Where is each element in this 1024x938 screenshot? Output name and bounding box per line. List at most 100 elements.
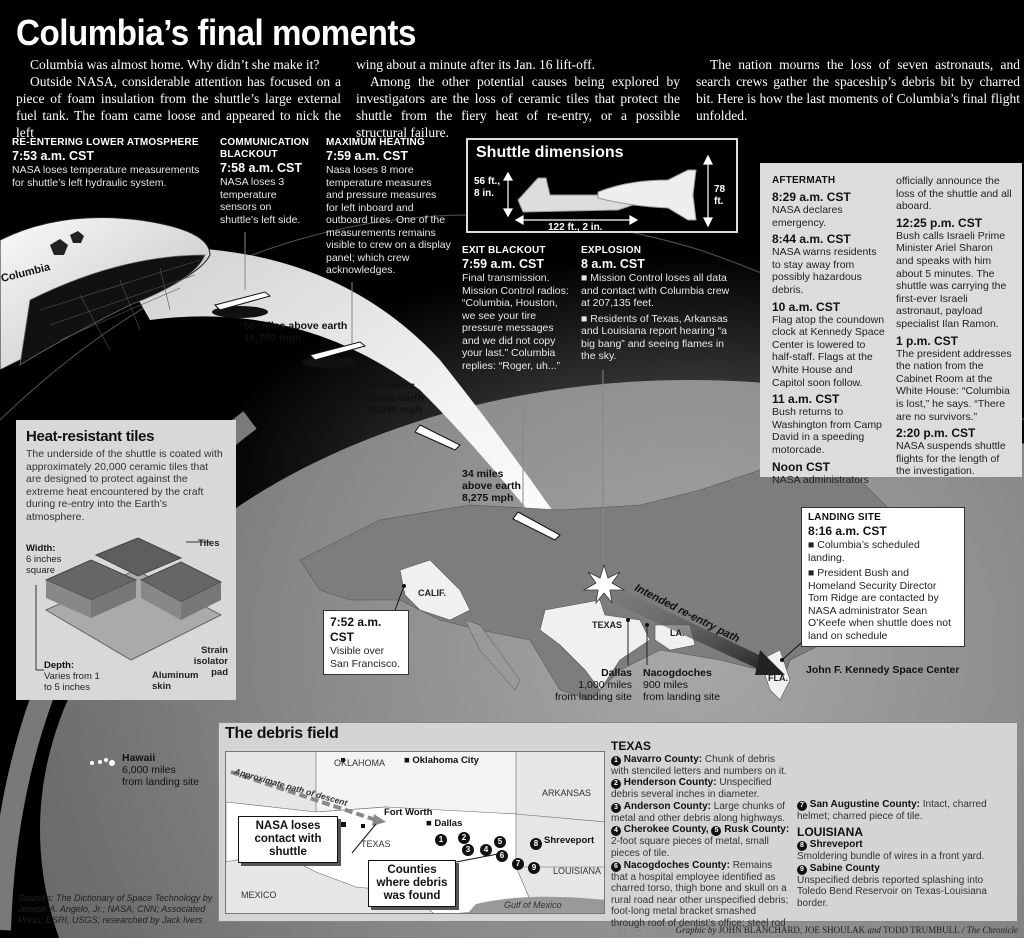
intro-paragraph: wing about a minute after its Jan. 16 li…: [356, 57, 595, 72]
tiles-description: The underside of the shuttle is coated w…: [26, 448, 223, 523]
depth-label: Depth:: [44, 660, 75, 671]
event-time: 7:53 a.m. CST: [12, 149, 94, 163]
shuttle-dimensions-box: Shuttle dimensions 56 ft., 8 in. 122 ft.…: [466, 138, 738, 233]
speed-label: 16,700 mph: [244, 332, 302, 344]
event-body: Final transmission. Mission Control radi…: [462, 272, 569, 372]
height-label: 56 ft., 8 in.: [474, 176, 501, 199]
trajectory-point-2: 43.5 miles above earth 15,045 mph: [365, 380, 425, 416]
map-label-louisiana: LOUISIANA: [553, 866, 602, 876]
event-heading: EXIT BLACKOUT: [462, 245, 546, 256]
page-title: Columbia’s final moments: [16, 12, 416, 53]
depth-value: Varies from 1 to 5 inches: [44, 671, 100, 693]
event-bullet: ■ Columbia’s scheduled landing.: [808, 539, 920, 564]
event-communication-blackout: COMMUNICATION BLACKOUT 7:58 a.m. CST NAS…: [220, 137, 312, 226]
debris-item: 7 San Augustine County: Intact, charred …: [797, 799, 987, 822]
map-label-texas: TEXAS: [592, 620, 623, 630]
county-marker-2: 2: [458, 832, 470, 844]
city-distance: 1,000 miles: [578, 679, 632, 691]
dimensions-title: Shuttle dimensions: [476, 144, 624, 161]
map-label-oklahoma: OKLAHOMA: [334, 758, 386, 768]
event-maximum-heating: MAXIMUM HEATING 7:59 a.m. CST Nasa loses…: [326, 137, 451, 277]
city-distance-sub: from landing site: [554, 691, 632, 703]
tile-diagram: [35, 537, 223, 671]
county-marker-9: 9: [528, 862, 540, 874]
aftermath-time: 12:25 p.m. CST: [896, 215, 983, 230]
aftermath-time: 1 p.m. CST: [896, 333, 959, 348]
dallas-distance-label: Dallas 1,000 miles from landing site: [550, 667, 632, 703]
width-value: 6 inches square: [26, 554, 62, 576]
altitude-label: 34 miles above earth: [462, 468, 521, 492]
speed-label: 15,045 mph: [365, 404, 423, 416]
map-label-california: CALIF.: [418, 588, 446, 598]
event-time: 7:59 a.m. CST: [462, 257, 544, 271]
city-distance-sub: from landing site: [122, 776, 200, 788]
debris-field-panel: The debris field OKLAHOMA ■ Oklahoma Cit…: [218, 722, 1018, 931]
city-distance-sub: from landing site: [643, 691, 721, 703]
aftermath-body: The president addresses the nation from …: [896, 347, 1012, 423]
event-explosion: EXPLOSION 8 a.m. CST ■ Mission Control l…: [581, 245, 731, 363]
event-time: 7:58 a.m. CST: [220, 161, 302, 175]
counties-callout: Counties where debris was found: [368, 860, 456, 907]
tiles-title: Heat-resistant tiles: [26, 428, 155, 445]
city-distance: 900 miles: [643, 679, 688, 691]
aftermath-panel: AFTERMATH 8:29 a.m. CST NASA declares em…: [760, 163, 1022, 486]
aftermath-time: Noon CST: [772, 459, 830, 474]
event-body: Visible over San Francisco.: [330, 645, 401, 670]
event-body: NASA loses 3 temperature sensors on shut…: [220, 176, 301, 226]
county-marker-3: 3: [462, 844, 474, 856]
state-heading: LOUISIANA: [797, 824, 863, 839]
event-body: ■ Columbia’s scheduled landing. ■ Presid…: [808, 539, 958, 642]
sources-note: Sources: The Dictionary of Space Technol…: [18, 893, 213, 925]
aftermath-column-1: AFTERMATH 8:29 a.m. CST NASA declares em…: [772, 175, 888, 486]
wingspan-label: 78 ft.: [714, 184, 726, 207]
width-label-group: Width: 6 inches square: [26, 543, 76, 576]
aftermath-time: 11 a.m. CST: [772, 392, 840, 407]
event-body: NASA loses temperature measurements for …: [12, 164, 200, 189]
map-label-florida: FLA.: [768, 673, 788, 683]
debris-item: 3 Anderson County: Large chunks of metal…: [611, 800, 785, 824]
altitude-label: 43.5 miles above earth: [365, 380, 424, 404]
map-label-louisiana: LA.: [670, 628, 685, 638]
event-body: Nasa loses 8 more temperature measures a…: [326, 164, 451, 276]
aftermath-time: 10 a.m. CST: [772, 299, 841, 314]
nasa-loses-contact-callout: NASA loses contact with shuttle: [238, 816, 338, 863]
event-time: 7:52 a.m. CST: [330, 615, 382, 644]
event-heading: EXPLOSION: [581, 245, 642, 256]
aftermath-time: 2:20 p.m. CST: [896, 426, 976, 441]
aftermath-body: NASA suspends shuttle flights for the le…: [896, 440, 1006, 478]
event-body: ■ Mission Control loses all data and con…: [581, 272, 731, 363]
trajectory-point-1: 50 miles above earth 16,700 mph: [244, 320, 347, 344]
event-reentering: RE-ENTERING LOWER ATMOSPHERE 7:53 a.m. C…: [12, 137, 212, 189]
aftermath-body: Bush calls Israeli Prime Minister Ariel …: [896, 229, 1007, 330]
intro-paragraph: Columbia was almost home. Why didn’t she…: [30, 57, 320, 72]
aftermath-body: Bush returns to Washington from Camp Dav…: [772, 406, 882, 456]
map-label-oklahoma-city: ■ Oklahoma City: [404, 755, 479, 766]
county-marker-6: 6: [496, 850, 508, 862]
intro-column-1: Columbia was almost home. Why didn’t she…: [16, 56, 341, 141]
aftermath-body: officially announce the loss of the shut…: [896, 175, 1012, 213]
state-heading: TEXAS: [611, 739, 652, 753]
landing-site-callout: LANDING SITE 8:16 a.m. CST ■ Columbia’s …: [801, 507, 965, 647]
nacogdoches-distance-label: Nacogdoches 900 miles from landing site: [643, 667, 733, 703]
hawaii-distance-label: Hawaii 6,000 miles from landing site: [122, 752, 199, 788]
intro-paragraph: Among the other potential causes being e…: [356, 74, 680, 140]
columbia-nose-illustration: Columbia: [0, 217, 211, 370]
kennedy-space-center-label: John F. Kennedy Space Center: [806, 664, 960, 676]
aftermath-column-2: officially announce the loss of the shut…: [896, 175, 1012, 477]
aftermath-body: NASA warns residents to stay away from p…: [772, 246, 877, 296]
debris-continued-list: 7 San Augustine County: Intact, charred …: [797, 741, 1007, 910]
intro-column-3: The nation mourns the loss of seven astr…: [696, 56, 1020, 124]
debris-item: 4 Cherokee County, 5 Rusk County: 2-foot…: [611, 824, 790, 859]
map-label-shreveport: Shreveport: [544, 835, 595, 846]
event-bullet: ■ President Bush and Homeland Security D…: [808, 567, 952, 642]
debris-item: [797, 741, 1007, 799]
city-distance: 6,000 miles: [122, 764, 176, 776]
event-heading: LANDING SITE: [808, 512, 881, 523]
map-label-arkansas: ARKANSAS: [542, 788, 592, 798]
event-heading: RE-ENTERING LOWER ATMOSPHERE: [12, 137, 199, 148]
city-name: Dallas: [601, 667, 632, 679]
debris-item: 6 Nacogdoches County: Remains that a hos…: [611, 859, 789, 931]
shuttle-silhouettes: [502, 154, 713, 228]
map-label-fort-worth: Fort Worth: [384, 807, 433, 818]
